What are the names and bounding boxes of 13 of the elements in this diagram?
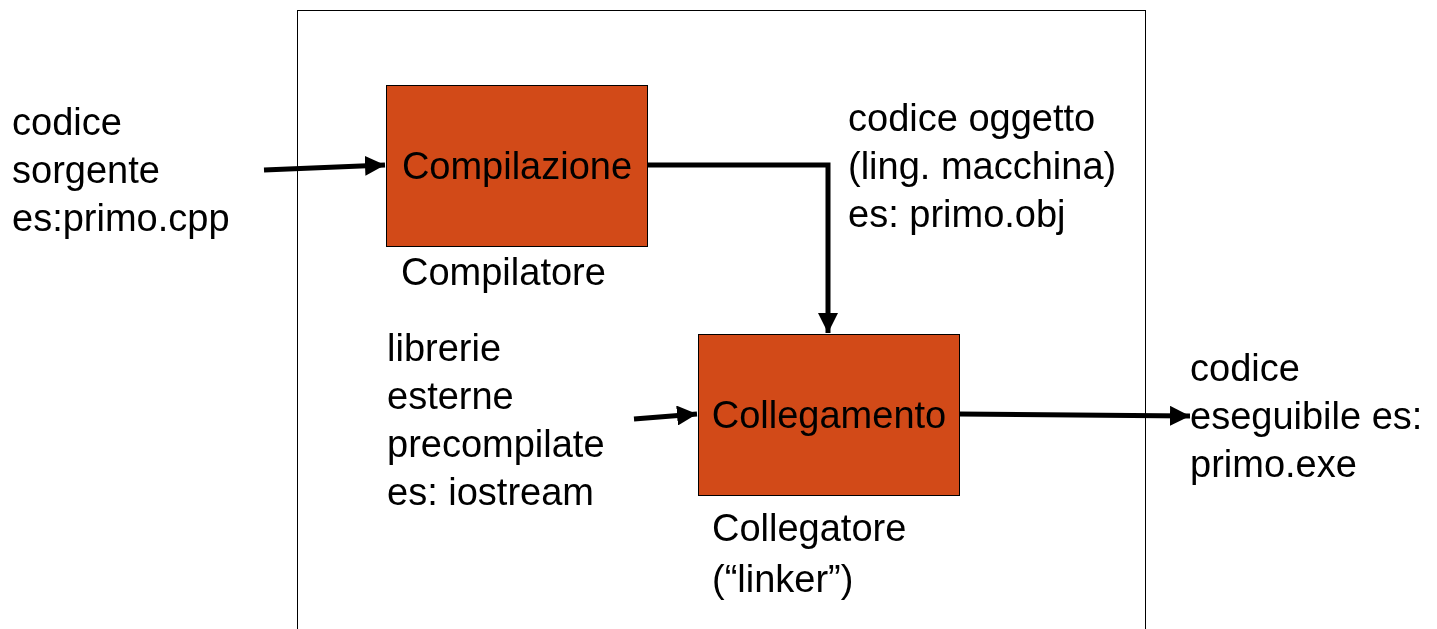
arrow — [263, 155, 386, 176]
edge-label: codice oggetto (ling. macchina) es: primo.obj — [848, 96, 1118, 237]
process-box: Compilazione — [386, 85, 648, 247]
text-label: codice eseguibile es: primo.exe — [1190, 344, 1435, 488]
frame-box — [297, 10, 1146, 629]
caption-text: Collegatore (“linker”) — [712, 506, 908, 602]
arrow — [958, 405, 1191, 426]
caption-text: Compilatore — [401, 250, 607, 295]
arrow — [633, 405, 698, 426]
text-label: librerie esterne precompilate es: iostream — [387, 324, 627, 516]
process-box: Collegamento — [698, 334, 960, 496]
text-label: codice sorgente es:primo.cpp — [12, 98, 252, 242]
arrow — [647, 162, 838, 333]
